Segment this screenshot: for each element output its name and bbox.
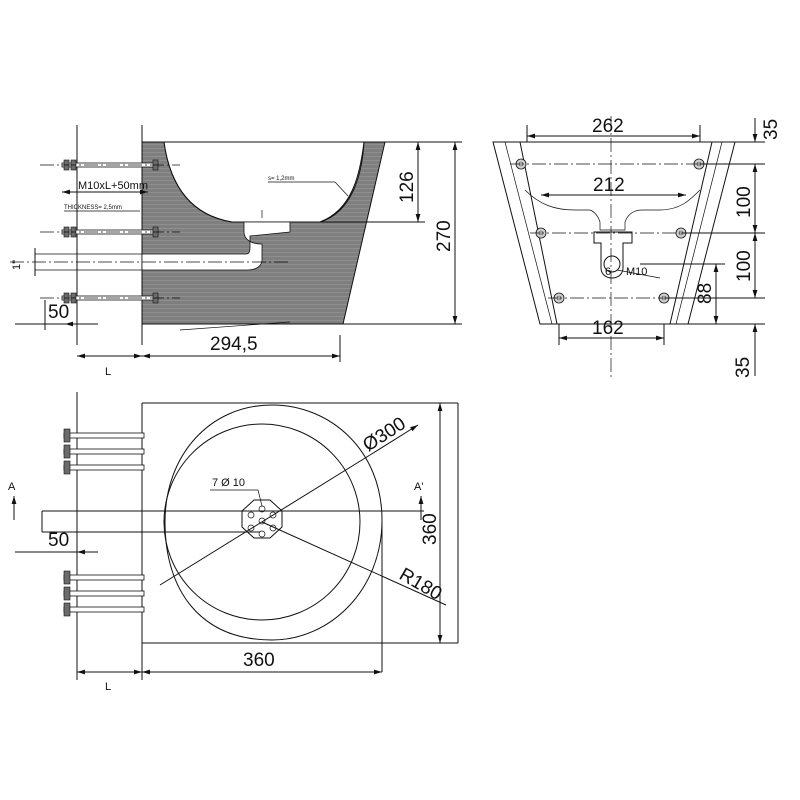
thickness-label: THICKNESS= 2,5mm xyxy=(64,205,122,211)
dim-88-label: 88 xyxy=(695,283,716,304)
section-a-label: A xyxy=(8,481,16,493)
plan-outer-bowl xyxy=(164,404,383,641)
plan-drain-holes xyxy=(247,505,277,538)
dim-50-label: 50 xyxy=(48,302,69,323)
side-section-view: 1" M10xL+50mm THICKNESS= 2,5mm xyxy=(10,125,462,378)
plan-rods-top xyxy=(63,428,145,475)
thread-leader xyxy=(616,269,661,279)
front-view: 262 212 162 6 M10 35 100 100 88 35 xyxy=(492,116,782,378)
anchor-rod-bottom xyxy=(40,292,180,304)
dim-126-label: 126 xyxy=(397,171,418,203)
dim-35-top-label: 35 xyxy=(761,119,782,140)
plan-dim-50-label: 50 xyxy=(48,530,69,551)
dim-270-label: 270 xyxy=(434,220,455,252)
dim-100-b-label: 100 xyxy=(734,250,755,282)
dim-294-label: 294,5 xyxy=(210,334,258,355)
shell-label: s= 1,2mm xyxy=(268,176,295,182)
anchor-rod-middle xyxy=(40,226,180,238)
plan-dim-L-label: L xyxy=(105,681,111,693)
radius-180-label: R180 xyxy=(396,564,446,605)
pipe-size-label: 1" xyxy=(11,260,23,270)
dim-162-label: 162 xyxy=(592,318,624,339)
shell-leader-tip xyxy=(334,181,349,197)
plan-inner-bowl xyxy=(163,423,361,621)
plan-dim-360-v-label: 360 xyxy=(420,513,441,545)
front-drain-hole xyxy=(603,255,621,273)
radius-line xyxy=(261,521,447,606)
plan-rods-bottom xyxy=(63,570,145,617)
dim-262-label: 262 xyxy=(592,116,624,137)
dim-212-label: 212 xyxy=(593,175,625,196)
plan-outline xyxy=(141,402,458,644)
rod-label: M10xL+50mm xyxy=(78,180,148,192)
diameter-line xyxy=(159,454,371,586)
section-a-prime-label: A' xyxy=(414,481,423,493)
front-bolt-holes xyxy=(510,158,710,304)
front-hole-count-label: 6 xyxy=(605,266,611,278)
plan-holes-label: 7 Ø 10 xyxy=(212,477,245,489)
top-plan-view: 7 Ø 10 A A' Ø300 R180 xyxy=(8,392,459,693)
plan-drain-octagon xyxy=(241,499,283,539)
dia-300-label: Ø300 xyxy=(359,413,409,456)
plan-dim-360-h-label: 360 xyxy=(243,650,275,671)
dim-35-bottom-label: 35 xyxy=(733,357,754,378)
front-drain-body xyxy=(593,231,633,279)
front-inner-outline xyxy=(517,141,713,325)
dim-L-label: L xyxy=(105,366,111,378)
front-bowl-profile xyxy=(524,189,701,231)
drain-channel xyxy=(141,221,291,271)
dim-100-a-label: 100 xyxy=(734,186,755,218)
anchor-rod-top xyxy=(40,159,180,171)
